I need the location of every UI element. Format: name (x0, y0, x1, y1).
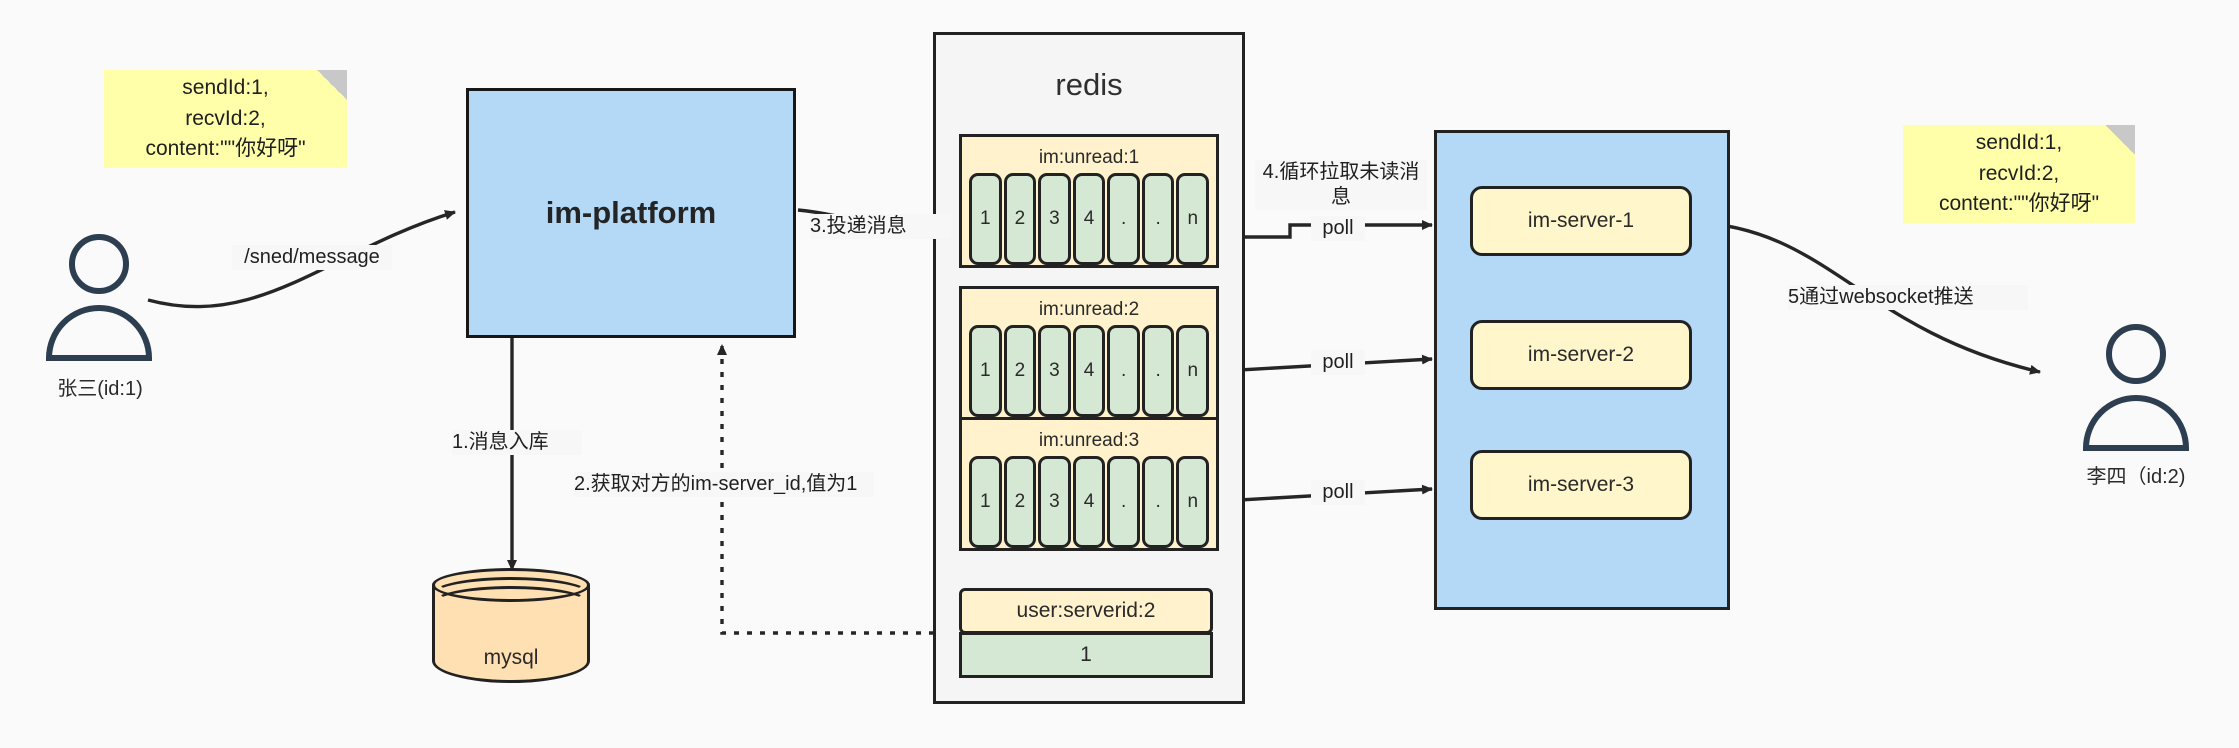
redis-title: redis (1055, 67, 1123, 102)
edge-label-step5: 5通过websocket推送 (1788, 285, 2028, 310)
redis-serverid-block[interactable]: user:serverid:2 1 (959, 588, 1213, 678)
im-server-3-box[interactable]: im-server-3 (1470, 450, 1692, 520)
actor-sender-label: 张三(id:1) (57, 378, 143, 400)
redis-cell: . (1107, 173, 1140, 265)
note-right-payload: sendId:1, recvId:2, content:""你好呀" (1903, 125, 2135, 223)
im-server-1-box[interactable]: im-server-1 (1470, 186, 1692, 256)
actor-receiver (2072, 322, 2200, 454)
user-icon (45, 234, 153, 361)
redis-key-name-0: im:unread:1 (1038, 147, 1140, 168)
note-right-text: sendId:1, recvId:2, content:""你好呀" (1938, 131, 2100, 216)
actor-receiver-label: 李四（id:2) (2086, 466, 2186, 488)
note-left-text: sendId:1, recvId:2, content:""你好呀" (145, 76, 306, 161)
mysql-ring-1 (432, 577, 590, 611)
redis-cell: 2 (1003, 456, 1037, 548)
redis-cell: n (1176, 325, 1210, 417)
user-icon (2082, 324, 2190, 451)
redis-cell: 2 (1003, 173, 1037, 265)
edge-label-poll-2: poll (1311, 350, 1365, 375)
redis-key-cells-1: 1 2 3 4 . . n (965, 325, 1213, 417)
redis-cell: 3 (1038, 173, 1071, 265)
redis-key-name-2: im:unread:3 (1038, 430, 1140, 451)
redis-cell: 1 (969, 325, 1002, 417)
edge-step5-websocket (1691, 220, 2041, 375)
edge-label-poll-1: poll (1311, 216, 1365, 241)
redis-cell: . (1141, 456, 1175, 548)
redis-cell: . (1107, 456, 1140, 548)
note-fold-icon (2105, 125, 2135, 155)
edge-label-step2: 2.获取对方的im-server_id,值为1 (574, 472, 874, 497)
redis-serverid-value: 1 (959, 632, 1213, 678)
edge-label-step3: 3.投递消息 (810, 214, 950, 239)
edge-label-step4: 4.循环拉取未读消 息 (1255, 160, 1427, 210)
note-fold-icon (317, 70, 347, 100)
redis-cell: 1 (969, 173, 1002, 265)
mysql-database[interactable]: mysql (432, 568, 590, 700)
edge-step2-dotted (717, 344, 960, 635)
edge-label-send-message: /sned/message (232, 245, 392, 270)
redis-cell: 2 (1003, 325, 1037, 417)
redis-cell: . (1141, 173, 1175, 265)
mysql-label: mysql (483, 646, 539, 669)
redis-cell: . (1141, 325, 1175, 417)
redis-cell: 3 (1038, 456, 1071, 548)
redis-key-cells-0: 1 2 3 4 . . n (965, 173, 1213, 265)
redis-key-group-2[interactable]: im:unread:3 1 2 3 4 . . n (959, 417, 1219, 551)
redis-cell: 1 (969, 456, 1002, 548)
redis-cell: . (1107, 325, 1140, 417)
mysql-ring-2 (432, 586, 590, 620)
edge-label-step1: 1.消息入库 (452, 430, 582, 455)
im-server-2-box[interactable]: im-server-2 (1470, 320, 1692, 390)
redis-key-cells-2: 1 2 3 4 . . n (965, 456, 1213, 548)
redis-cell: 4 (1072, 325, 1106, 417)
redis-serverid-key: user:serverid:2 (959, 588, 1213, 634)
actor-sender (35, 232, 163, 364)
redis-cell: n (1176, 456, 1210, 548)
redis-key-name-1: im:unread:2 (1038, 299, 1140, 320)
note-left-payload: sendId:1, recvId:2, content:""你好呀" (104, 70, 347, 168)
redis-key-group-0[interactable]: im:unread:1 1 2 3 4 . . n (959, 134, 1219, 268)
redis-cell: 4 (1072, 456, 1106, 548)
redis-cell: n (1176, 173, 1210, 265)
redis-key-group-1[interactable]: im:unread:2 1 2 3 4 . . n (959, 286, 1219, 420)
redis-cell: 4 (1072, 173, 1106, 265)
redis-cell: 3 (1038, 325, 1071, 417)
edge-label-poll-3: poll (1311, 480, 1365, 505)
im-platform-box[interactable]: im-platform (466, 88, 796, 338)
edge-send-message (147, 210, 456, 309)
